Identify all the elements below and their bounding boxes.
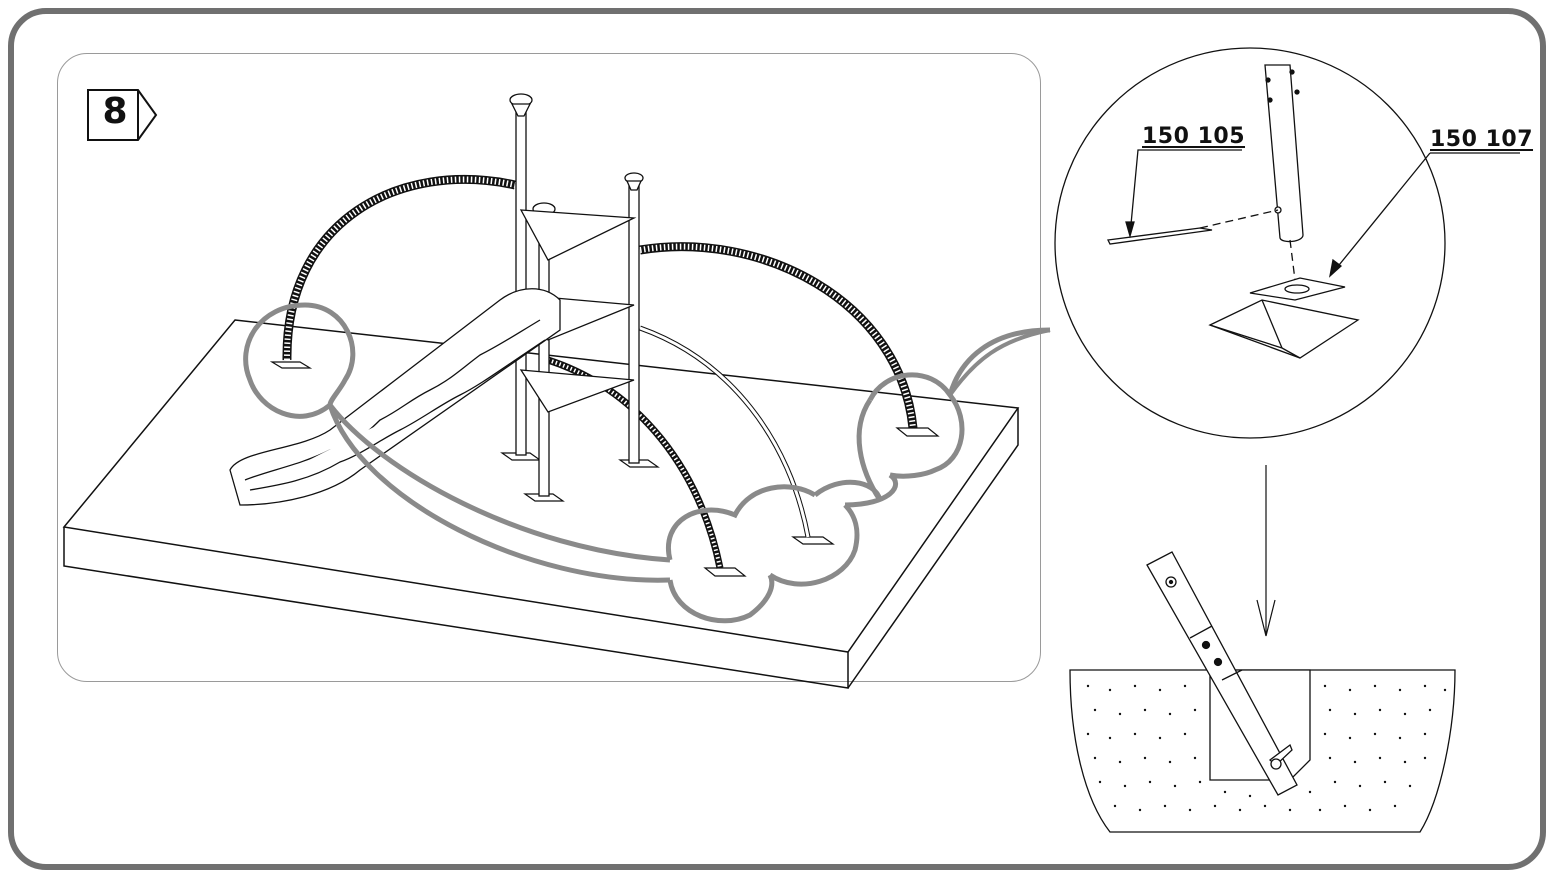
slide xyxy=(229,288,561,506)
arch-leg-in-ground xyxy=(1146,551,1298,796)
plate-part-label: 150 107 xyxy=(1430,127,1534,152)
down-arrow xyxy=(1256,465,1276,637)
callout-cloud xyxy=(243,302,1051,624)
bolt-part-label: 150 105 xyxy=(1142,124,1246,149)
soil-pattern xyxy=(1086,684,1447,812)
main-illustration-panel xyxy=(57,53,1041,682)
detail-circle xyxy=(1054,47,1446,439)
outer-frame xyxy=(8,8,1546,870)
detail-parts xyxy=(1107,64,1360,359)
step-badge xyxy=(87,89,158,141)
step-number: 8 xyxy=(102,91,128,132)
leader-lines xyxy=(1125,149,1520,278)
